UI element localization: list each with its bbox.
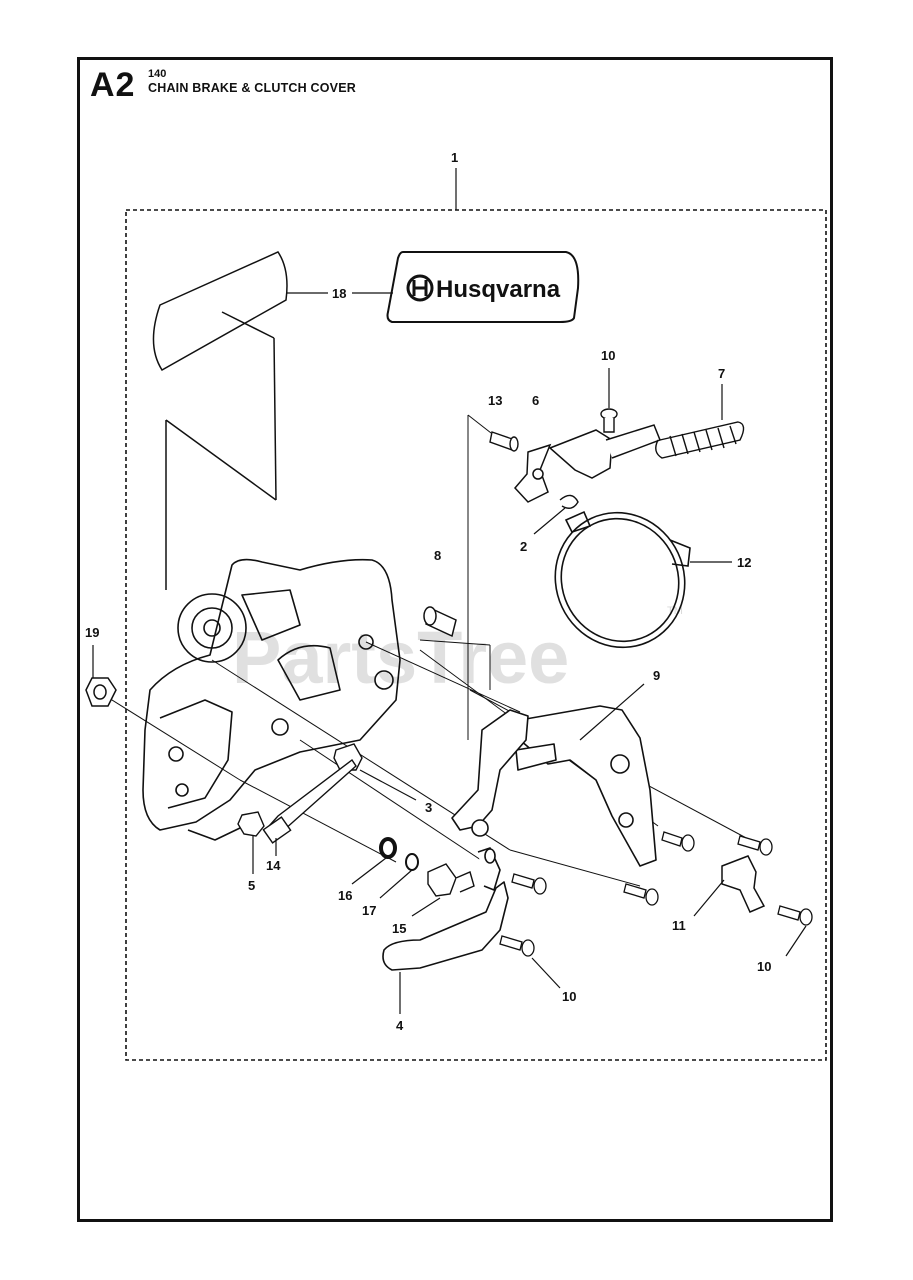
logo-text: Husqvarna bbox=[436, 276, 561, 303]
handle-guard-part bbox=[382, 847, 509, 971]
section-code: A2 bbox=[90, 66, 136, 104]
cover-front-part bbox=[451, 709, 529, 837]
callout-18: 18 bbox=[332, 286, 346, 301]
nut-5-part bbox=[237, 811, 265, 837]
callout-12: 12 bbox=[737, 555, 751, 570]
callout-10a: 10 bbox=[601, 348, 615, 363]
callout-2: 2 bbox=[520, 539, 527, 554]
chain-brake-handle-part bbox=[515, 705, 657, 867]
screw-top-part bbox=[600, 408, 618, 433]
tensioner-screw-part bbox=[262, 758, 357, 844]
decal-part bbox=[152, 251, 288, 590]
washer-part bbox=[405, 853, 419, 871]
callout-3: 3 bbox=[425, 800, 432, 815]
screw-part-b bbox=[737, 835, 773, 856]
bar-nut-part bbox=[85, 677, 117, 707]
o-ring-part bbox=[379, 837, 397, 859]
screw-part-e bbox=[511, 873, 547, 895]
circlip-part bbox=[559, 494, 579, 509]
callout-13: 13 bbox=[488, 393, 502, 408]
callout-10c: 10 bbox=[562, 989, 576, 1004]
callout-11: 11 bbox=[672, 918, 686, 933]
screw-part-d bbox=[777, 905, 813, 926]
chain-catcher-part bbox=[721, 855, 766, 913]
husqvarna-logo: Husqvarna bbox=[386, 251, 580, 323]
callout-4: 4 bbox=[396, 1018, 404, 1033]
brake-band-part bbox=[554, 510, 691, 649]
callout-1: 1 bbox=[451, 150, 458, 165]
page-frame bbox=[77, 57, 833, 1222]
crown-logo-icon bbox=[406, 274, 434, 302]
callout-16: 16 bbox=[338, 888, 352, 903]
callout-5: 5 bbox=[248, 878, 255, 893]
callout-14: 14 bbox=[266, 858, 281, 873]
tensioner-part bbox=[427, 863, 475, 897]
screw-part-f bbox=[499, 935, 535, 957]
callout-17: 17 bbox=[362, 903, 376, 918]
sleeve-part bbox=[423, 606, 457, 638]
spring-part bbox=[655, 421, 745, 459]
screw-part-c bbox=[623, 883, 659, 906]
model-number: 140 bbox=[148, 68, 167, 80]
clutch-cover-part bbox=[142, 558, 401, 841]
kit-boundary bbox=[125, 209, 827, 1061]
brake-lever-part bbox=[513, 424, 661, 503]
callout-9: 9 bbox=[653, 668, 660, 683]
callout-19: 19 bbox=[85, 625, 99, 640]
callout-15: 15 bbox=[392, 921, 406, 936]
pin-part bbox=[489, 431, 519, 452]
screw-part-a bbox=[661, 831, 695, 852]
callout-10b: 10 bbox=[757, 959, 771, 974]
callout-7: 7 bbox=[718, 366, 725, 381]
callout-6: 6 bbox=[532, 393, 539, 408]
callout-8: 8 bbox=[434, 548, 441, 563]
section-title: CHAIN BRAKE & CLUTCH COVER bbox=[148, 81, 356, 95]
